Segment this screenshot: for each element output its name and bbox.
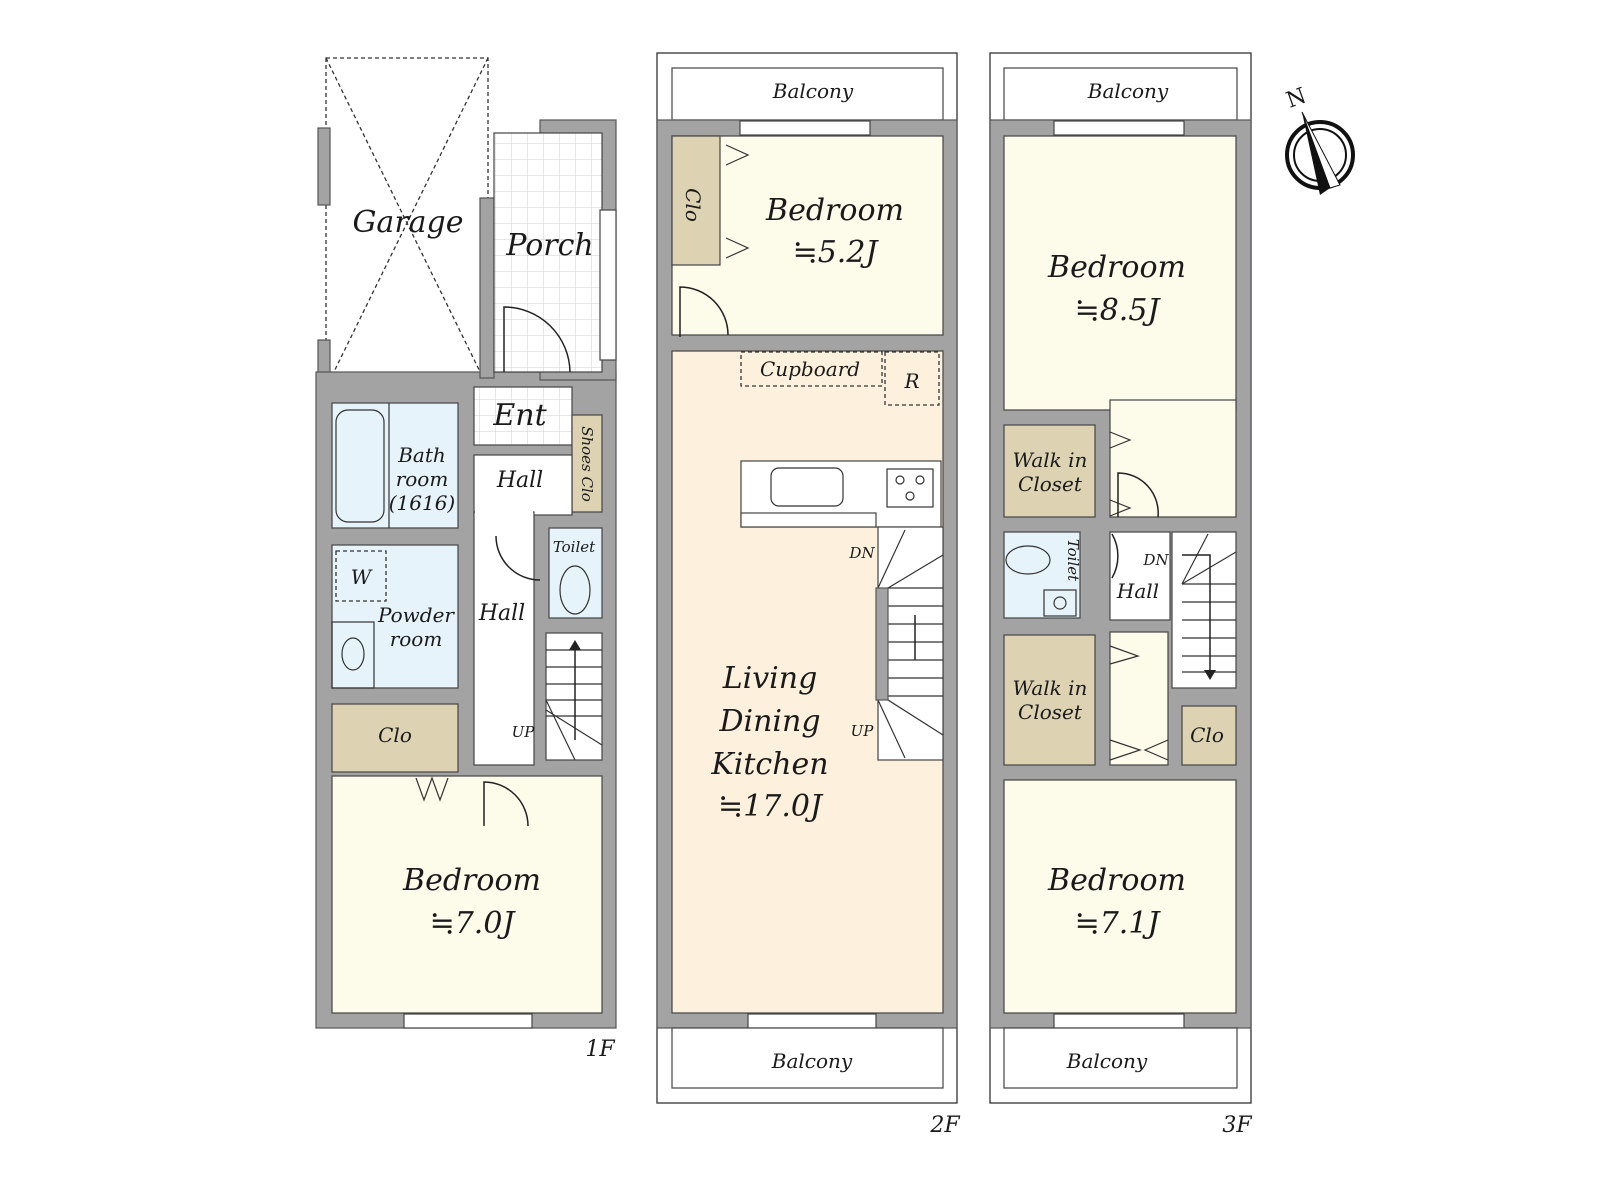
ldk-label: Kitchen [710, 747, 828, 782]
garage-label: Garage [352, 205, 463, 240]
balcony-label: Balcony [771, 1049, 853, 1073]
bedroom-size: ≒7.0J [430, 906, 517, 941]
north-arrow-icon: N [1283, 84, 1355, 195]
closet-label: Clo [681, 188, 705, 222]
bedroom-north [1003, 135, 1237, 411]
balcony [1003, 1027, 1238, 1089]
floor-label: 2F [929, 1113, 960, 1138]
corridor [1109, 631, 1169, 766]
washer-space [335, 550, 387, 602]
window [1053, 1013, 1185, 1029]
powder-room [331, 544, 459, 689]
stairs-up-label: UP [851, 722, 875, 740]
bedroom-label: Bedroom [765, 193, 904, 228]
toilet-3f [1003, 531, 1081, 619]
stairs-2f: DN UP [848, 526, 944, 761]
bathroom-label: room [396, 467, 449, 491]
walk-in-closet-label: Walk in [1013, 448, 1088, 472]
walk-in-closet [1003, 634, 1096, 766]
toilet-icon [559, 565, 591, 615]
bedroom-label: Bedroom [402, 863, 541, 898]
north-label: N [1283, 84, 1310, 114]
porch [493, 132, 603, 373]
stairs-up-label: UP [512, 723, 536, 741]
floor-1: Garage Porch Ent Shoes Clo Hall Hall Bat… [315, 57, 617, 1062]
washer-label: W [351, 565, 373, 589]
bedroom-size: ≒5.2J [793, 235, 880, 270]
closet-label: Clo [1190, 723, 1224, 747]
powder-room-label: Powder [377, 603, 455, 627]
stairs-down-label: DN [1142, 551, 1169, 569]
hall-label: Hall [496, 468, 543, 493]
bedroom-size: ≒7.1J [1075, 906, 1162, 941]
powder-room-label: room [390, 627, 443, 651]
floor-label: 3F [1222, 1113, 1252, 1138]
sink-icon [341, 637, 365, 671]
floor-3: Balcony Bedroom ≒8.5J Walk in Closet Toi… [989, 52, 1252, 1138]
bedroom-label: Bedroom [1047, 863, 1186, 898]
bathroom [331, 402, 459, 529]
stairs-1f: UP [512, 632, 603, 761]
door-swing [503, 306, 571, 373]
ldk-size: ≒17.0J [718, 789, 824, 824]
walk-in-closet [1003, 424, 1096, 518]
balcony-label: Balcony [772, 79, 854, 103]
cupboard [740, 351, 883, 387]
window [1053, 120, 1185, 136]
toilet-label: Toilet [1064, 539, 1082, 582]
cupboard-label: Cupboard [760, 357, 860, 381]
bathtub-icon [335, 409, 385, 523]
balcony [1003, 67, 1238, 121]
stairs-down-label: DN [848, 544, 875, 562]
stairs-3f [1171, 531, 1237, 689]
garage: Garage [317, 57, 489, 389]
shoes-closet-label: Shoes Clo [578, 426, 596, 502]
toilet-label: Toilet [553, 538, 596, 556]
ldk-label: Living [722, 661, 818, 696]
shoes-closet [571, 414, 603, 513]
hall-label: Hall [1116, 579, 1159, 603]
balcony [671, 67, 944, 121]
entrance [473, 386, 573, 446]
refrigerator-space [884, 351, 940, 406]
ldk-label: Dining [718, 704, 820, 739]
closet-label: Clo [378, 723, 412, 747]
toilet-1f [548, 527, 603, 619]
window [403, 1013, 533, 1029]
bathroom-label: Bath [397, 443, 446, 467]
hall-lower [473, 511, 535, 766]
closet-3f [1181, 705, 1237, 766]
balcony-label: Balcony [1066, 1049, 1148, 1073]
hall-label: Hall [478, 601, 525, 626]
bedroom-size: ≒8.5J [1075, 293, 1162, 328]
window [739, 120, 871, 136]
closet-1f [331, 703, 459, 773]
entrance-label: Ent [492, 398, 547, 433]
balcony-label: Balcony [1087, 79, 1169, 103]
bedroom-1f [331, 775, 603, 1014]
stove-icon [886, 468, 934, 508]
hall-3f [1109, 531, 1171, 621]
closet-2f [671, 135, 721, 266]
bedroom-south [1003, 779, 1237, 1014]
sink-icon [770, 467, 844, 507]
balcony [671, 1027, 944, 1089]
toilet-icon [1005, 545, 1051, 575]
bathroom-label: (1616) [389, 491, 456, 515]
floor-2: Balcony Clo Bedroom ≒5.2J Cupboard R DN … [656, 52, 960, 1138]
porch-label: Porch [505, 228, 594, 263]
walk-in-closet-label: Closet [1018, 700, 1083, 724]
bedroom-label: Bedroom [1047, 250, 1186, 285]
floor-label: 1F [585, 1037, 615, 1062]
refrigerator-label: R [903, 369, 919, 393]
window [747, 1013, 877, 1029]
walk-in-closet-label: Walk in [1013, 676, 1088, 700]
walk-in-closet-label: Closet [1018, 472, 1083, 496]
